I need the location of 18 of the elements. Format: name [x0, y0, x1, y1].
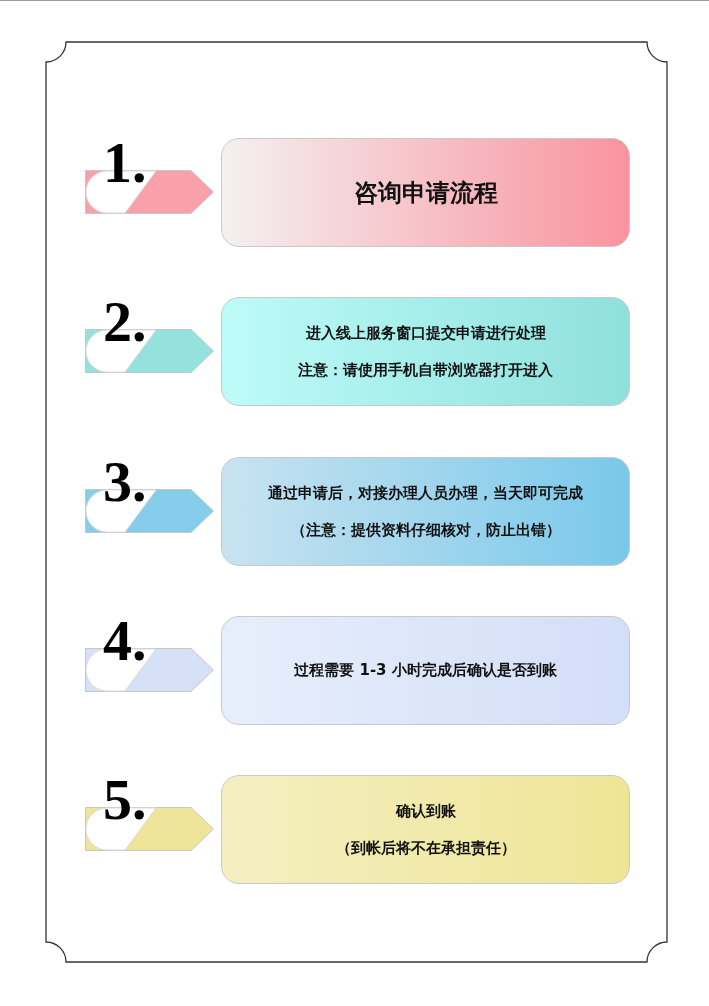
step-box — [221, 775, 630, 884]
step-number: 5. — [103, 771, 147, 829]
step-number: 1. — [103, 134, 147, 192]
step-note: 注意：请使用手机自带浏览器打开进入 — [298, 359, 553, 381]
step-note: （到帐后将不在承担责任） — [335, 837, 516, 859]
step-title: 咨询申请流程 — [353, 177, 498, 208]
step-box — [221, 297, 630, 406]
step-text: 通过申请后，对接办理人员办理，当天即可完成 — [268, 482, 583, 504]
step-box — [221, 138, 630, 247]
step-number: 2. — [103, 293, 147, 351]
step-box — [221, 616, 630, 725]
step-note: （注意：提供资料仔细核对，防止出错） — [290, 519, 561, 541]
step-text: 过程需要 1-3 小时完成后确认是否到账 — [294, 660, 557, 681]
step-number: 4. — [103, 612, 147, 670]
step-box — [221, 457, 630, 566]
step-number: 3. — [103, 453, 147, 511]
step-text: 确认到账 — [395, 800, 456, 822]
step-text: 进入线上服务窗口提交申请进行处理 — [305, 322, 546, 344]
